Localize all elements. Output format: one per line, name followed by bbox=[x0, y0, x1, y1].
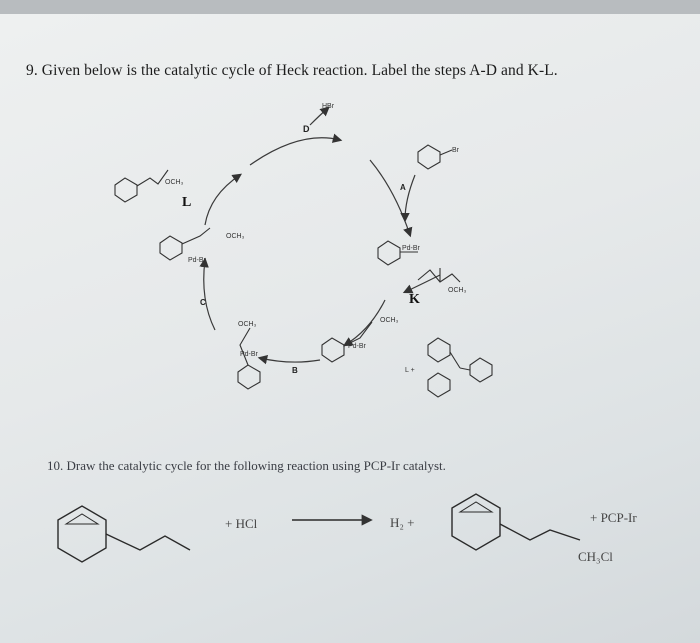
och3-label: OCH₃ bbox=[448, 287, 467, 294]
benzene-ring-icon bbox=[159, 235, 183, 261]
benzene-ring-icon bbox=[237, 364, 261, 390]
step-label-l: L bbox=[182, 195, 191, 210]
pd-br-label: Pd-Br bbox=[348, 343, 367, 350]
l-plus-label: L + bbox=[405, 367, 415, 374]
arrow-step-l bbox=[204, 173, 242, 226]
step-label-c: C bbox=[200, 298, 206, 307]
molecule-structures bbox=[114, 144, 493, 398]
question-9-text: 9. Given below is the catalytic cycle of… bbox=[26, 62, 558, 79]
och3-label: OCH₃ bbox=[380, 317, 399, 324]
arrow-hbr-out bbox=[309, 106, 330, 126]
benzene-ring-icon bbox=[427, 337, 451, 363]
pd-br-label: Pd-Br bbox=[240, 351, 259, 358]
br-label: Br bbox=[452, 147, 460, 154]
benzene-ring-icon bbox=[427, 372, 451, 398]
worksheet-page bbox=[0, 14, 700, 643]
toluene-ring-icon bbox=[57, 505, 107, 563]
cycle-arrows bbox=[199, 106, 441, 365]
benzene-ring-icon bbox=[114, 177, 138, 203]
propyl-chain bbox=[105, 533, 191, 551]
product-chain bbox=[499, 523, 581, 541]
product-ring-icon bbox=[451, 493, 501, 551]
step-label-d: D bbox=[303, 124, 310, 134]
solvent-label: CH₃Cl bbox=[578, 549, 613, 564]
catalyst-label: + PCP-Ir bbox=[590, 510, 637, 525]
step-label-a: A bbox=[400, 183, 406, 192]
benzene-ring-icon bbox=[469, 357, 493, 383]
arrow-step-a bbox=[369, 159, 413, 238]
arrow-step-c bbox=[199, 257, 216, 331]
reagent-hcl: + HCl bbox=[225, 516, 258, 531]
och3-label: OCH₃ bbox=[238, 321, 257, 328]
h2-byproduct: H₂ + bbox=[390, 515, 415, 530]
pd-br-label: Pd-Br bbox=[188, 257, 207, 264]
benzene-ring-icon bbox=[321, 337, 345, 363]
top-edge bbox=[0, 0, 700, 14]
arrow-alkene-in bbox=[402, 274, 441, 294]
step-label-b: B bbox=[292, 366, 298, 375]
och3-label: OCH₃ bbox=[226, 233, 245, 240]
hbr-label: HBr bbox=[322, 103, 335, 110]
question-10-text: 10. Draw the catalytic cycle for the fol… bbox=[47, 458, 446, 473]
arrow-step-k bbox=[342, 299, 386, 347]
reaction-scheme bbox=[57, 493, 581, 563]
och3-label: OCH₃ bbox=[165, 179, 184, 186]
step-label-k: K bbox=[409, 292, 420, 307]
pd-br-label: Pd-Br bbox=[402, 245, 421, 252]
arrow-step-d bbox=[249, 133, 343, 166]
benzene-ring-icon bbox=[417, 144, 441, 170]
arrow-arbr-in bbox=[400, 174, 416, 223]
benzene-ring-icon bbox=[377, 240, 401, 266]
arrow-step-b bbox=[257, 354, 321, 365]
